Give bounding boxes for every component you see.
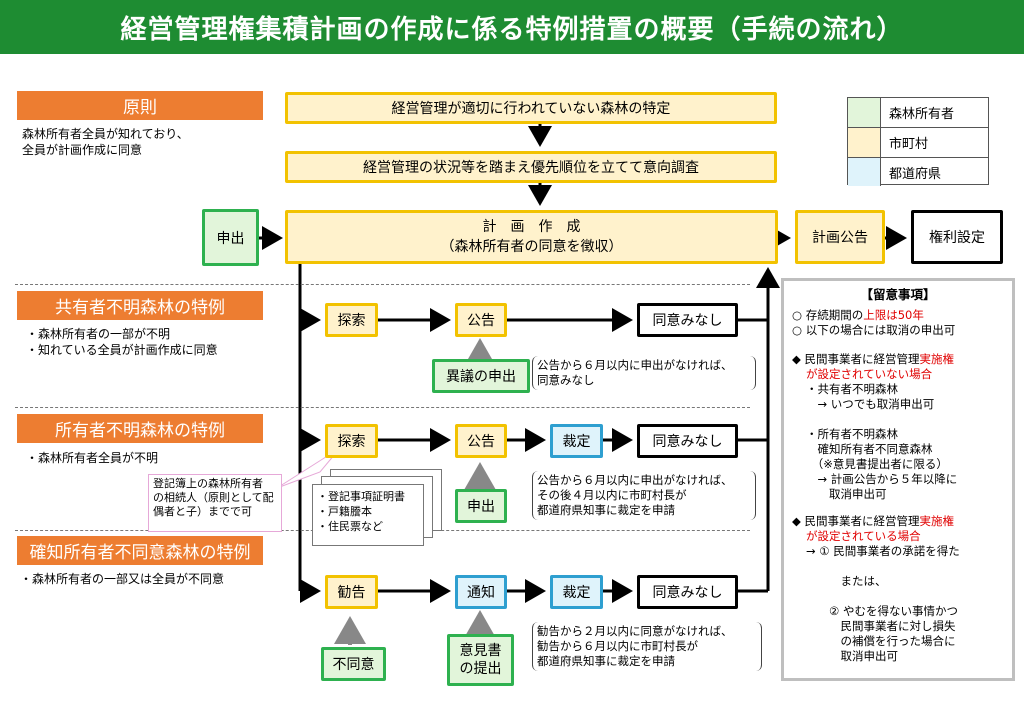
legend-label-prefecture: 都道府県	[889, 166, 942, 182]
row3-ruling-box: 裁定	[550, 575, 603, 609]
section-non-consent-desc: ・森林所有者の一部又は全員が不同意	[20, 572, 225, 586]
row3-opinion-line2: の提出	[459, 661, 502, 677]
notes-duration-limit: 上限は50年	[863, 308, 924, 322]
section-non-consent-label: 確知所有者不同意森林の特例	[17, 536, 263, 565]
notes-bullet-cancel: ○ 以下の場合には取消の申出可	[792, 323, 956, 337]
page-title: 経営管理権集積計画の作成に係る特例措置の概要（手続の流れ）	[0, 0, 1024, 54]
section-co-owner-label: 共有者不明森林の特例	[17, 291, 263, 320]
section-unknown-owner-label: 所有者不明森林の特例	[17, 414, 263, 443]
identify-forest-box: 経営管理が適切に行われていない森林の特定	[285, 92, 777, 124]
row2-ruling-box: 裁定	[550, 424, 603, 458]
row1-objection-box: 異議の申出	[432, 359, 530, 393]
row3-opinion-line1: 意見書	[459, 643, 502, 659]
notes-diamond-set: ◆ 民間事業者に経営管理実施権が設定されている場合	[792, 514, 1004, 544]
section-divider	[15, 284, 750, 285]
plan-creation-box: 計 画 作 成 （森林所有者の同意を徴収）	[285, 210, 778, 264]
section-co-owner-desc: ・森林所有者の一部が不明 ・知れている全員が計画作成に同意	[26, 327, 218, 357]
notes-set-body: → ① 民間事業者の承諾を得た または、 ② やむを得ない事情かつ 民間事業者に…	[806, 544, 960, 663]
row2-deemed-consent-box: 同意みなし	[637, 424, 738, 458]
notes-panel: 【留意事項】 ○ 存続期間の上限は50年 ○ 以下の場合には取消の申出可 ◆ 民…	[781, 278, 1015, 681]
legend-swatch-municipality	[848, 128, 881, 157]
row1-notice-box: 公告	[455, 303, 507, 337]
legend-row-prefecture: 都道府県	[848, 158, 988, 186]
notes-duration-text: ○ 存続期間の	[792, 308, 864, 322]
notes-header: 【留意事項】	[860, 287, 936, 302]
row3-deemed-consent-box: 同意みなし	[637, 575, 738, 609]
row3-notify-box: 通知	[455, 575, 507, 609]
notes-set-highlight-2: が設定されている場合	[806, 529, 921, 543]
notes-set-text: ◆ 民間事業者に経営管理	[792, 514, 920, 528]
plan-announcement-box: 計画公告	[795, 210, 885, 264]
row2-apply-box: 申出	[455, 489, 507, 523]
legend-swatch-owner	[848, 98, 881, 127]
legend-label-owner: 森林所有者	[889, 107, 955, 122]
notes-diamond-not-set: ◆ 民間事業者に経営管理実施権が設定されていない場合	[792, 352, 1004, 382]
section-principle-label: 原則	[17, 91, 263, 120]
section-divider	[15, 407, 750, 408]
heir-scope-callout: 登記簿上の森林所有者 の相続人（原則として配 偶者と子）までで可	[148, 474, 282, 532]
legend-label-municipality: 市町村	[889, 137, 929, 152]
notes-not-set-highlight: 実施権	[919, 352, 955, 366]
notes-set-highlight: 実施権	[919, 514, 955, 528]
row2-note: 公告から６月以内に申出がなければ、 その後４月以内に市町村長が 都道府県知事に裁…	[532, 471, 756, 520]
section-unknown-owner-desc: ・森林所有者全員が不明	[26, 451, 159, 465]
legend: 森林所有者 市町村 都道府県	[847, 97, 989, 186]
document-list: ・登記事項証明書 ・戸籍謄本 ・住民票など	[312, 484, 424, 546]
rights-setting-box: 権利設定	[911, 210, 1003, 264]
plan-creation-title: 計 画 作 成	[482, 219, 581, 235]
row3-disagree-box: 不同意	[321, 647, 386, 681]
notes-not-set-body: ・共有者不明森林 → いつでも取消申出可 ・所有者不明森林 確知所有者不同意森林…	[806, 382, 958, 501]
notes-not-set-highlight-2: が設定されていない場合	[806, 367, 933, 381]
row3-opinion-box: 意見書 の提出	[447, 634, 514, 686]
legend-row-owner: 森林所有者	[848, 98, 988, 128]
section-principle-desc: 森林所有者全員が知れており、 全員が計画作成に同意	[22, 127, 189, 157]
notes-bullet-duration: ○ 存続期間の上限は50年	[792, 308, 1004, 323]
row1-deemed-consent-box: 同意みなし	[637, 303, 738, 337]
intention-survey-box: 経営管理の状況等を踏まえ優先順位を立てて意向調査	[285, 151, 777, 183]
row1-search-box: 探索	[325, 303, 378, 337]
row3-advise-box: 勧告	[325, 575, 378, 609]
row3-note: 勧告から２月以内に同意がなければ、 勧告から６月以内に市町村長が 都道府県知事に…	[532, 622, 762, 671]
row1-note: 公告から６月以内に申出がなければ、 同意みなし	[532, 356, 756, 390]
row2-search-box: 探索	[325, 424, 378, 458]
notes-not-set-text: ◆ 民間事業者に経営管理	[792, 352, 920, 366]
row2-notice-box: 公告	[455, 424, 507, 458]
legend-row-municipality: 市町村	[848, 128, 988, 158]
owner-apply-box: 申出	[202, 209, 259, 266]
legend-swatch-prefecture	[848, 158, 881, 186]
plan-creation-subtitle: （森林所有者の同意を徴収）	[440, 239, 623, 255]
